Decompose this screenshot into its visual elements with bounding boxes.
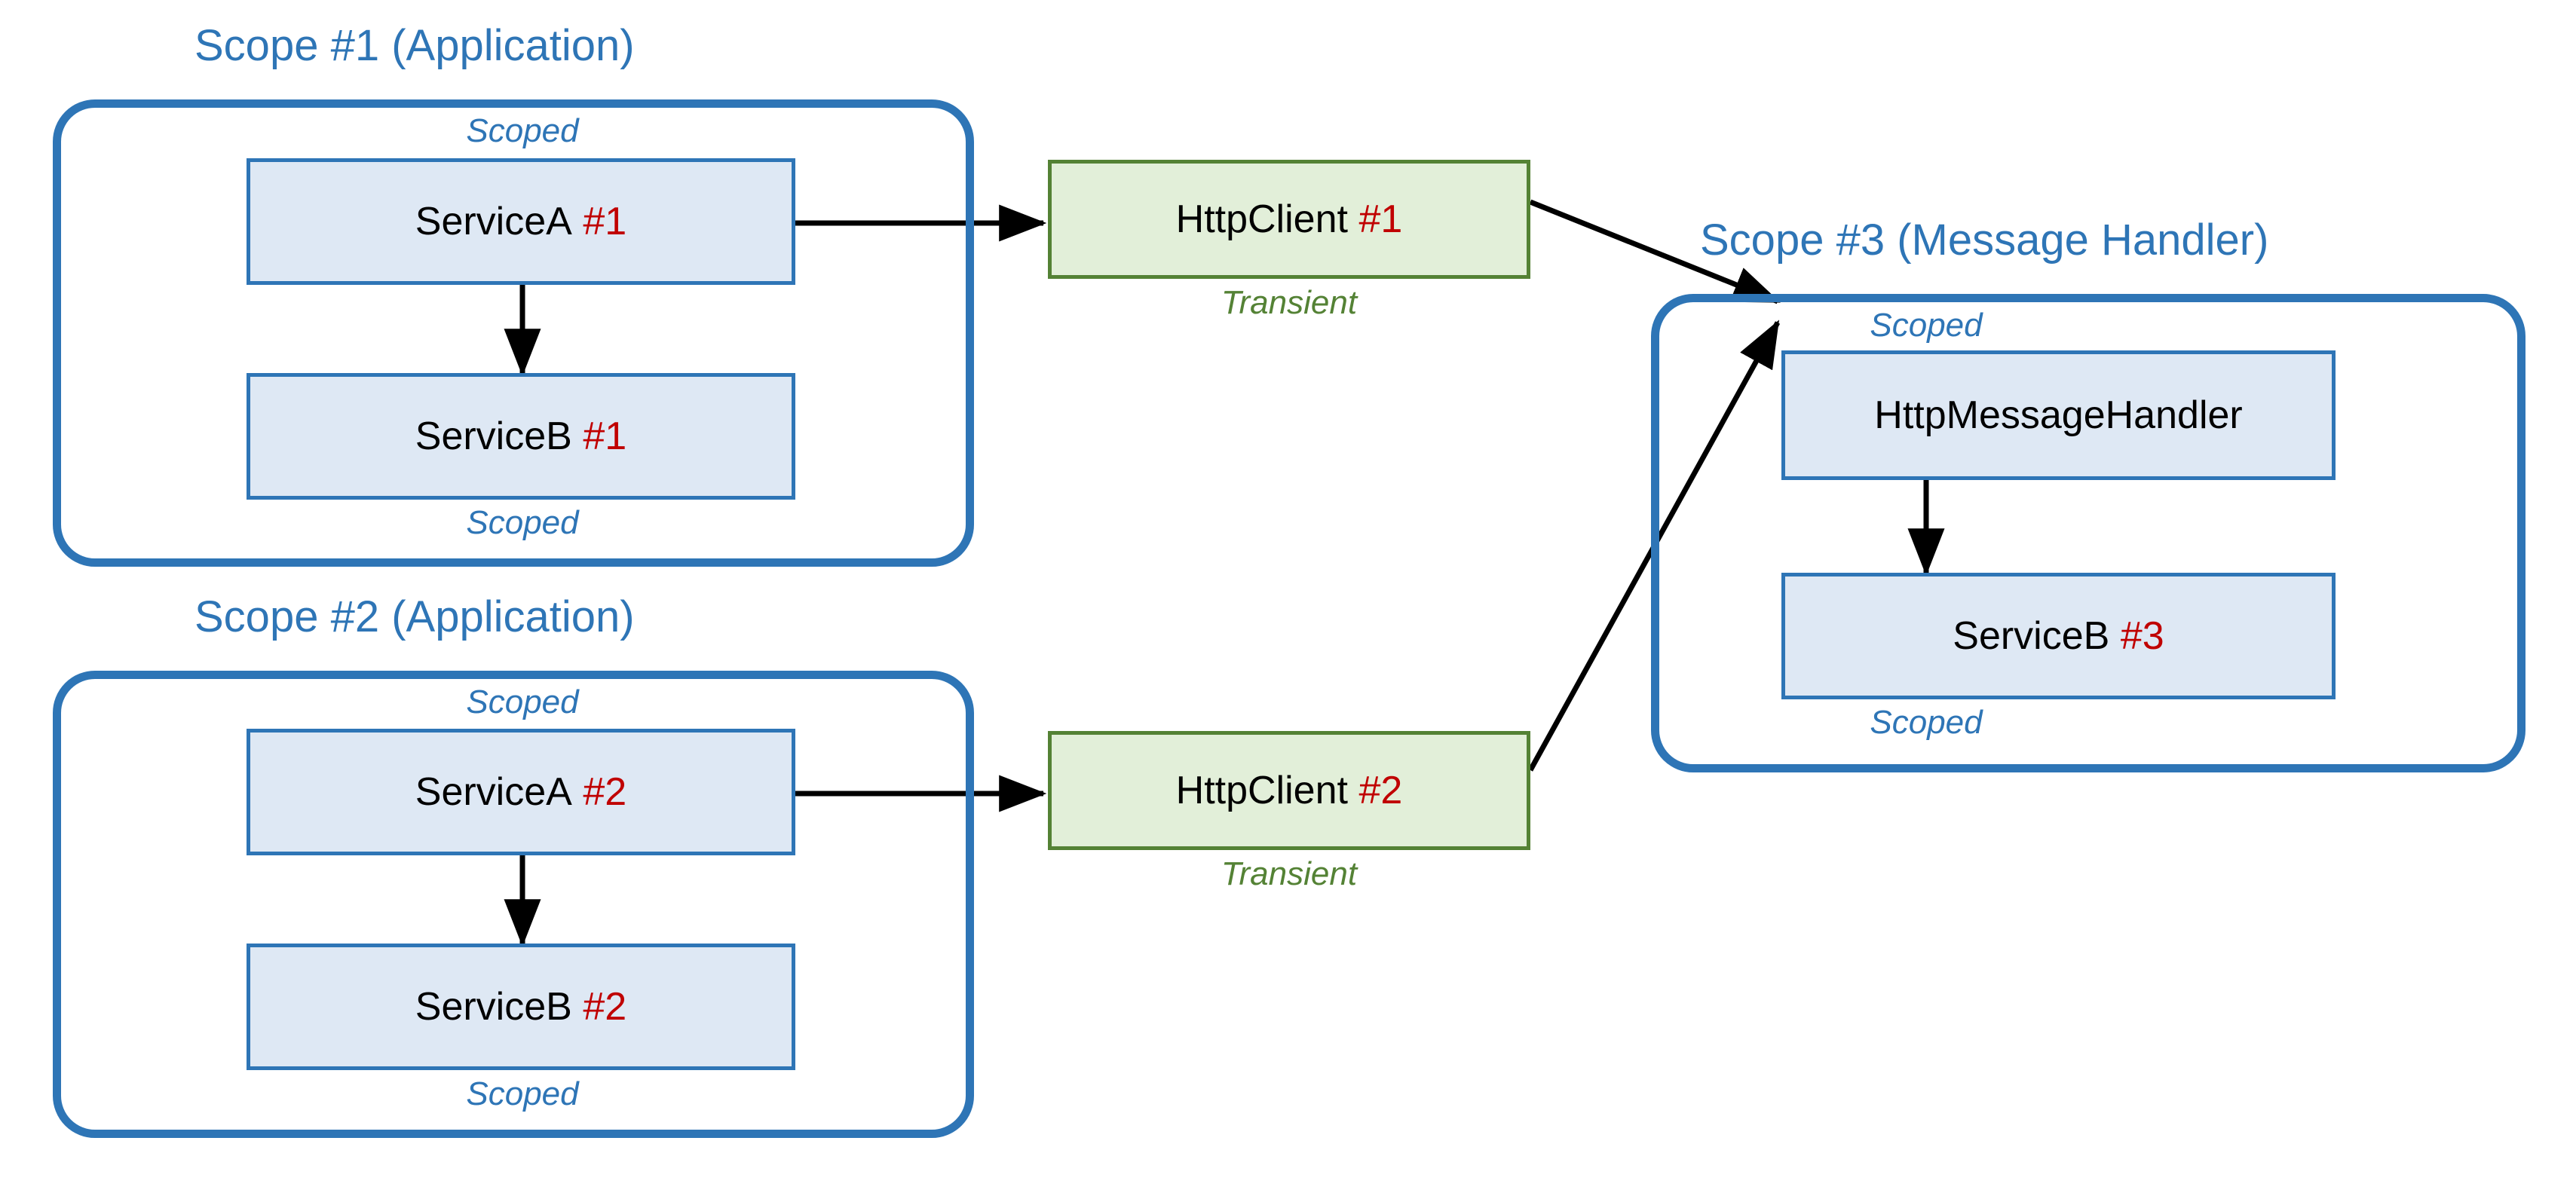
node-serviceb-1[interactable]: ServiceB#1: [247, 373, 795, 500]
node-serviceb-3[interactable]: ServiceB#3: [1781, 573, 2336, 699]
httpclient1-lifetime-label: Transient: [1221, 284, 1358, 321]
node-httpclient-2-number: #2: [1358, 769, 1403, 812]
node-serviceb-2-number: #2: [583, 985, 627, 1029]
scope1-container: [53, 99, 974, 567]
servicea1-lifetime-label: Scoped: [466, 112, 579, 149]
node-serviceb-1-name: ServiceB: [415, 414, 572, 458]
node-httpclient-2-name: HttpClient: [1175, 769, 1348, 812]
serviceb3-lifetime-label: Scoped: [1870, 704, 1983, 741]
node-httpclient-2[interactable]: HttpClient#2: [1048, 731, 1530, 850]
node-serviceb-3-number: #3: [2120, 614, 2164, 658]
scope3-container: [1651, 294, 2525, 772]
serviceb2-lifetime-label: Scoped: [466, 1075, 579, 1112]
node-servicea-2-number: #2: [583, 770, 627, 814]
node-servicea-2[interactable]: ServiceA#2: [247, 729, 795, 855]
scope3-title: Scope #3 (Message Handler): [1700, 216, 2269, 265]
node-httpclient-1-number: #1: [1358, 197, 1403, 241]
node-serviceb-2[interactable]: ServiceB#2: [247, 944, 795, 1070]
node-servicea-1-name: ServiceA: [415, 200, 572, 243]
node-serviceb-2-name: ServiceB: [415, 985, 572, 1029]
node-httpmessagehandler[interactable]: HttpMessageHandler: [1781, 350, 2336, 480]
node-httpmessagehandler-name: HttpMessageHandler: [1874, 393, 2243, 437]
servicea2-lifetime-label: Scoped: [466, 684, 579, 720]
node-serviceb-1-number: #1: [583, 414, 627, 458]
httpclient2-lifetime-label: Transient: [1221, 855, 1358, 892]
httpmessagehandler-lifetime-label: Scoped: [1870, 307, 1983, 344]
scope2-title: Scope #2 (Application): [195, 592, 635, 641]
node-servicea-2-name: ServiceA: [415, 770, 572, 814]
node-httpclient-1[interactable]: HttpClient#1: [1048, 160, 1530, 279]
serviceb1-lifetime-label: Scoped: [466, 504, 579, 541]
scope2-container: [53, 671, 974, 1138]
scope1-title: Scope #1 (Application): [195, 21, 635, 70]
node-servicea-1-number: #1: [583, 200, 627, 243]
node-serviceb-3-name: ServiceB: [1953, 614, 2110, 658]
node-httpclient-1-name: HttpClient: [1175, 197, 1348, 241]
node-servicea-1[interactable]: ServiceA #1: [247, 158, 795, 285]
